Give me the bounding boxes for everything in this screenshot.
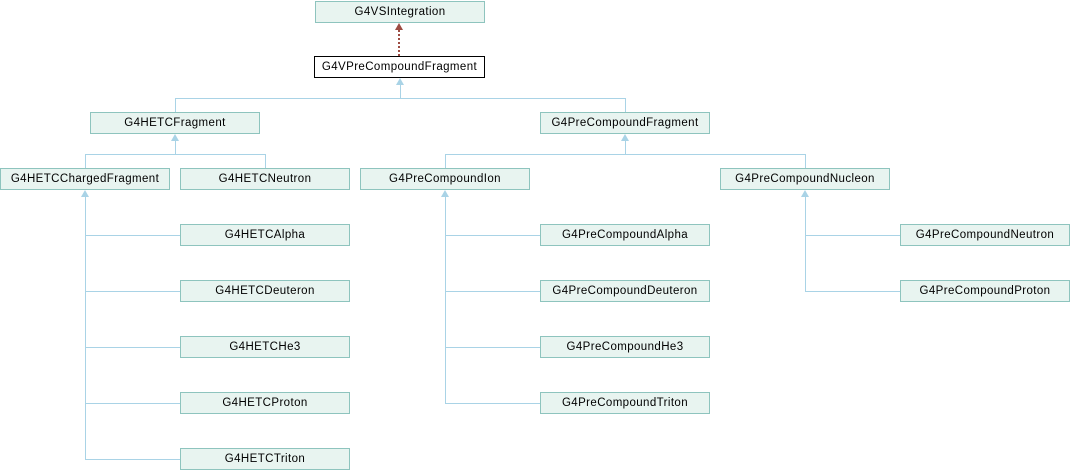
class-node-g4precompoundnucleon[interactable]: G4PreCompoundNucleon [720,168,890,190]
class-node-g4precompoundhe3[interactable]: G4PreCompoundHe3 [540,336,710,358]
edge-line [85,403,180,404]
class-node-g4vprecompoundfragment-current: G4VPreCompoundFragment [314,56,485,78]
edge-line [175,141,176,154]
arrowhead-up-icon [441,190,449,197]
class-node-g4hetcneutron[interactable]: G4HETCNeutron [180,168,350,190]
edge-line [805,235,900,236]
arrowhead-up-icon [396,78,404,85]
class-node-g4precompoundfragment[interactable]: G4PreCompoundFragment [540,112,710,134]
class-node-g4precompoundneutron[interactable]: G4PreCompoundNeutron [900,224,1070,246]
edge-line [400,85,401,98]
edge-line [265,154,266,168]
edge-line [175,98,626,99]
class-node-g4hetcalpha[interactable]: G4HETCAlpha [180,224,350,246]
edge-line [85,154,86,168]
class-node-g4hetcchargedfragment[interactable]: G4HETCChargedFragment [0,168,170,190]
edge-line [445,235,540,236]
class-node-g4hetcfragment[interactable]: G4HETCFragment [90,112,260,134]
edge-line [805,291,900,292]
arrowhead-up-icon [621,134,629,141]
edge-line [85,459,180,460]
edge-line [445,154,446,168]
class-node-g4precompounddeuteron[interactable]: G4PreCompoundDeuteron [540,280,710,302]
edge-line [175,98,176,112]
arrowhead-up-icon [395,23,403,30]
class-node-g4hetcproton[interactable]: G4HETCProton [180,392,350,414]
edge-line [85,154,266,155]
class-node-g4vsintegration[interactable]: G4VSIntegration [315,1,485,23]
edge-line [85,197,86,460]
edge-line [445,347,540,348]
edge-line [85,347,180,348]
class-node-g4precompoundproton[interactable]: G4PreCompoundProton [900,280,1070,302]
edge-line [445,197,446,404]
class-node-g4hetcdeuteron[interactable]: G4HETCDeuteron [180,280,350,302]
edge-line [805,154,806,168]
edge-line [625,141,626,154]
class-node-g4hetctriton[interactable]: G4HETCTriton [180,448,350,470]
class-node-g4hetche3[interactable]: G4HETCHe3 [180,336,350,358]
edge-line [445,291,540,292]
arrowhead-up-icon [81,190,89,197]
arrowhead-up-icon [171,134,179,141]
edge-line [85,291,180,292]
edge-line [445,403,540,404]
class-node-g4precompoundalpha[interactable]: G4PreCompoundAlpha [540,224,710,246]
edge-line [805,197,806,292]
arrowhead-up-icon [801,190,809,197]
class-node-g4precompoundion[interactable]: G4PreCompoundIon [360,168,530,190]
edge-dotted-line [398,30,400,56]
edge-line [85,235,180,236]
edge-line [625,98,626,112]
edge-line [445,154,806,155]
class-node-g4precompoundtriton[interactable]: G4PreCompoundTriton [540,392,710,414]
